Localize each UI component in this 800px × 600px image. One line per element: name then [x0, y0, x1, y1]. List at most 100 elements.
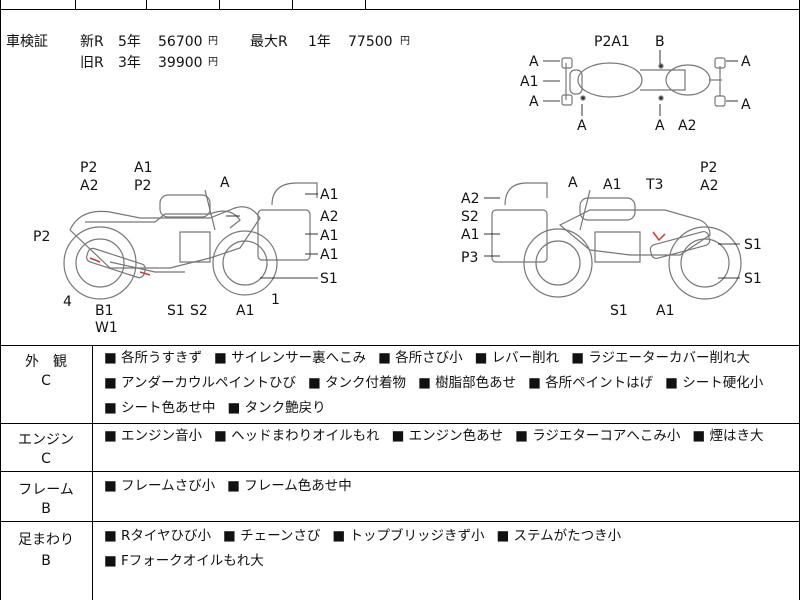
bullet-square-icon: ■ [571, 350, 589, 366]
row-rule [0, 423, 800, 424]
bullet-square-icon: ■ [104, 528, 122, 544]
condition-note-text: 各所うすきず [121, 350, 203, 366]
category-name: エンジン [18, 432, 74, 448]
condition-note: ■ 各所さび小 [378, 346, 463, 371]
condition-note: ■ サイレンサー裏へこみ [214, 346, 366, 371]
header-divider [75, 0, 76, 9]
top-label-a: A [655, 118, 665, 134]
left-label-p2: P2 [80, 160, 98, 176]
top-label-a2: A2 [678, 118, 697, 134]
table-divider [92, 345, 93, 600]
condition-note: ■ 樹脂部色あせ [418, 371, 516, 396]
left-label-4: 4 [63, 294, 72, 310]
right-label-s1: S1 [744, 237, 762, 253]
bullet-square-icon: ■ [528, 375, 546, 391]
left-label-a1: A1 [236, 303, 255, 319]
bullet-square-icon: ■ [515, 428, 533, 444]
condition-note: ■ フレームさび小 [104, 474, 215, 499]
right-label-s1: S1 [610, 303, 628, 319]
bullet-square-icon: ■ [214, 428, 232, 444]
bullet-square-icon: ■ [104, 375, 122, 391]
max-unit: 円 [400, 36, 410, 47]
condition-note-text: アンダーカウルペイントひび [121, 375, 297, 391]
condition-note: ■ エンジン音小 [104, 424, 202, 449]
right-label-t3: T3 [646, 177, 664, 193]
condition-note: ■ タンク付着物 [308, 371, 406, 396]
bullet-square-icon: ■ [104, 553, 122, 569]
top-label-a1: A1 [520, 74, 539, 90]
left-label-p2: P2 [33, 229, 51, 245]
condition-note-text: シート硬化小 [682, 375, 764, 391]
condition-note-text: ステムがたつき小 [513, 528, 622, 544]
new-price: 56700 [158, 34, 203, 50]
row-rule [0, 521, 800, 522]
bullet-square-icon: ■ [104, 350, 122, 366]
header-divider [365, 0, 366, 9]
bullet-square-icon: ■ [474, 350, 492, 366]
condition-note: ■ トップブリッジきず小 [332, 524, 484, 549]
bullet-square-icon: ■ [418, 375, 436, 391]
condition-note: ■ アンダーカウルペイントひび [104, 371, 296, 396]
table-top-rule [0, 345, 800, 346]
bullet-square-icon: ■ [227, 478, 245, 494]
condition-note: ■ チェーンさび [223, 524, 320, 549]
bullet-square-icon: ■ [308, 375, 326, 391]
left-label-a2: A2 [320, 209, 339, 225]
condition-note-text: タンク付着物 [325, 375, 407, 391]
bullet-square-icon: ■ [496, 528, 514, 544]
damage-mark [139, 271, 151, 276]
condition-notes: ■ 各所うすきず■ サイレンサー裏へこみ■ 各所さび小■ レバー削れ■ ラジエー… [104, 346, 792, 421]
category-grade: B [41, 501, 51, 517]
left-label-a1: A1 [320, 187, 339, 203]
top-label-p2a1: P2A1 [594, 34, 630, 50]
condition-note: ■ 各所ペイントはげ [528, 371, 653, 396]
left-label-s1: S1 [320, 271, 338, 287]
right-label-p3: P3 [461, 250, 479, 266]
condition-note-text: 煙はき大 [709, 428, 764, 444]
condition-note: ■ Rタイヤひび小 [104, 524, 211, 549]
new-years: 5年 [118, 34, 141, 50]
damage-mark [652, 231, 666, 242]
damage-mark [89, 257, 101, 263]
left-label-p2: P2 [134, 178, 152, 194]
right-label-a2: A2 [461, 191, 480, 207]
category-name: 足まわり [18, 532, 74, 548]
bullet-square-icon: ■ [227, 400, 245, 416]
condition-note-text: フレーム色あせ中 [244, 478, 352, 494]
bullet-square-icon: ■ [104, 400, 122, 416]
bullet-square-icon: ■ [104, 428, 122, 444]
right-label-a1: A1 [461, 227, 480, 243]
top-label-a: A [529, 54, 539, 70]
row-rule [0, 471, 800, 472]
category-name: 外 観 [25, 354, 67, 370]
left-label-w1: W1 [95, 320, 118, 336]
bullet-square-icon: ■ [391, 428, 409, 444]
old-years: 3年 [118, 55, 141, 71]
condition-row-suspension: 足まわり B ■ Rタイヤひび小■ チェーンさび■ トップブリッジきず小■ ステ… [0, 521, 800, 600]
condition-note: ■ エンジン色あせ [392, 424, 504, 449]
condition-note-text: シート色あせ中 [121, 400, 216, 416]
category-name: フレーム [18, 482, 74, 498]
condition-note: ■ フレーム色あせ中 [227, 474, 352, 499]
left-label-a1: A1 [320, 228, 339, 244]
right-label-p2: P2 [700, 160, 718, 176]
right-side-motorcycle [491, 182, 742, 300]
header-divider [219, 0, 220, 9]
condition-row-engine: エンジン C ■ エンジン音小■ ヘッドまわりオイルもれ■ エンジン色あせ■ ラ… [0, 423, 800, 471]
old-label: 旧R [80, 55, 104, 71]
left-label-s1: S1 [167, 303, 185, 319]
new-label: 新R [80, 34, 104, 50]
condition-note-text: エンジン色あせ [408, 428, 504, 444]
max-label: 最大R [250, 34, 288, 50]
top-label-b: B [655, 34, 665, 50]
condition-note-text: トップブリッジきず小 [349, 528, 485, 544]
condition-note-text: ラジエーターカバー削れ大 [588, 350, 750, 366]
condition-note: ■ レバー削れ [475, 346, 560, 371]
bullet-square-icon: ■ [223, 528, 241, 544]
condition-note: ■ Fフォークオイルもれ大 [104, 549, 264, 574]
category-grade: B [41, 553, 51, 569]
left-label-a: A [220, 175, 230, 191]
bullet-square-icon: ■ [665, 375, 683, 391]
left-border [0, 0, 1, 600]
